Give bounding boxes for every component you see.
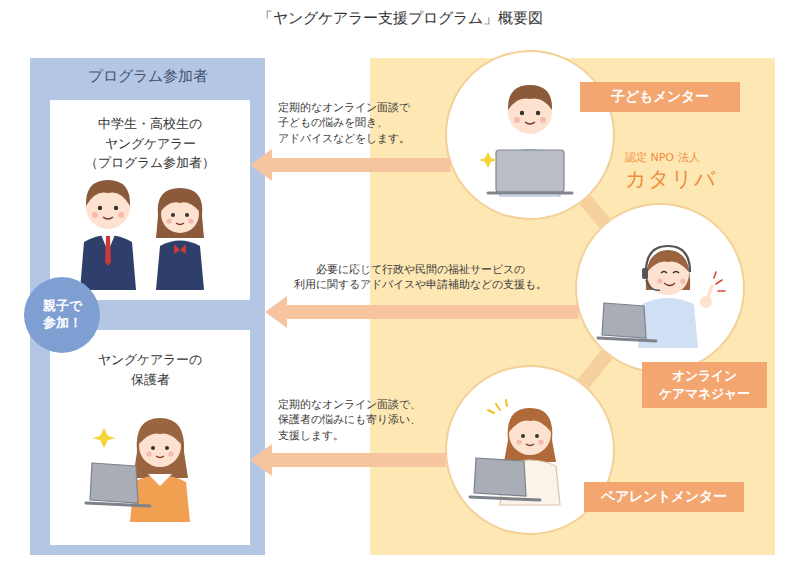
care-manager-figure-part: [646, 246, 690, 272]
care-manager-figure-part: [661, 272, 667, 274]
parent-figure: [86, 418, 190, 522]
student-girl-part: [185, 213, 189, 217]
child-mentor-figure-part: [514, 117, 520, 123]
panel-heading: プログラム参加者: [30, 67, 265, 86]
parent-figure-part: [168, 451, 173, 456]
student-boy-part: [86, 180, 130, 206]
student-boy: [80, 180, 136, 290]
care-manager-figure-part: [657, 278, 662, 283]
parent-figure-part: [156, 456, 164, 458]
parent-mentor-figure: [470, 400, 560, 505]
parent-mentor-figure-part: [535, 434, 539, 438]
parent-figure-part: [151, 446, 155, 450]
student-boy-part: [114, 206, 118, 210]
parent-mentor-figure-part: [504, 408, 556, 462]
box-text: ヤングケアラーの 保護者: [97, 350, 203, 389]
student-girl-part: [156, 241, 204, 291]
student-girl-part: [176, 223, 184, 225]
join-badge: 親子で 参加！: [24, 277, 100, 353]
block-arrow: [250, 444, 446, 476]
edge-label: 必要に応じて行政や民間の福祉サービスの 利用に関するアドバイスや申請補助などの支…: [293, 262, 548, 293]
box-text: 中学生・高校生の ヤングケアラー （プログラム参加者）: [84, 114, 216, 173]
child-mentor-figure-part: [479, 152, 497, 168]
parent-mentor-figure-part: [516, 439, 521, 444]
parent-mentor-figure-part: [474, 458, 526, 496]
student-boy-part: [105, 236, 111, 266]
parent-figure-part: [139, 424, 181, 444]
child-mentor-figure-part: [488, 192, 572, 195]
link-band: [580, 195, 611, 228]
parent-mentor-figure-part: [470, 497, 540, 500]
care-manager-figure: [598, 246, 725, 348]
student-boy-part: [98, 206, 102, 210]
parent-mentor-figure-part: [521, 434, 525, 438]
care-manager-figure-part: [700, 296, 712, 308]
child-mentor-figure: [479, 85, 572, 196]
care-manager-figure-part: [664, 283, 675, 286]
care-manager-figure-part: [602, 303, 646, 338]
care-manager-figure-part: [647, 252, 689, 272]
badge-text: 親子で 参加！: [42, 298, 83, 332]
care-manager-figure-part: [647, 253, 689, 295]
child-mentor-figure-part: [525, 122, 535, 124]
student-boy-part: [118, 212, 124, 218]
parent-mentor-figure-part: [538, 439, 543, 444]
parent-figure-part: [92, 428, 116, 448]
student-girl-part: [174, 244, 186, 254]
care-manager-figure-part: [680, 278, 685, 283]
parent-mentor-figure-part: [509, 412, 551, 432]
student-boy-part: [103, 217, 113, 219]
parent-figure-part: [148, 474, 172, 486]
parent-figure-part: [139, 425, 181, 467]
child-mentor-figure-part: [540, 117, 546, 123]
edge-label: 定期的なオンライン面談で 子どもの悩みを聞き、 アドバイスなどをします。: [278, 100, 412, 146]
role-label: 子どもメンター: [580, 82, 740, 112]
student-girl-part: [161, 193, 199, 211]
parent-mentor-figure-part: [526, 444, 534, 446]
organization-name: カタリバ: [625, 165, 717, 193]
parent-mentor-figure-part: [488, 400, 507, 413]
parent-figure-part: [133, 418, 188, 478]
link-band: [578, 350, 613, 388]
organization-note: 認定 NPO 法人: [625, 150, 700, 165]
care-manager-figure-part: [642, 268, 648, 279]
student-boy-part: [80, 235, 136, 290]
student-girl-part: [156, 188, 204, 238]
parent-figure-part: [146, 451, 151, 456]
student-boy-part: [92, 212, 98, 218]
student-girl-part: [166, 218, 171, 223]
role-label: オンライン ケアマネジャー: [642, 362, 767, 408]
parent-figure-part: [90, 463, 138, 503]
care-manager-figure-part: [598, 338, 656, 341]
care-manager-figure-part: [673, 272, 679, 274]
role-label: ペアレントメンター: [584, 482, 744, 512]
block-arrow: [250, 149, 451, 181]
parent-mentor-figure-part: [509, 413, 551, 455]
parent-figure-part: [130, 475, 190, 522]
edge-label: 定期的なオンライン面談で、 保護者の悩みにも寄り添い、 支援します。: [278, 397, 423, 443]
student-girl-part: [171, 213, 175, 217]
child-mentor-figure-part: [508, 85, 552, 110]
parent-figure-part: [165, 446, 169, 450]
child-mentor-figure-part: [536, 111, 540, 115]
parent-figure-part: [86, 503, 150, 506]
student-box: 中学生・高校生の ヤングケアラー （プログラム参加者）: [50, 100, 250, 300]
care-manager-figure-part: [714, 272, 725, 291]
child-mentor-figure-part: [520, 111, 524, 115]
student-girl: [156, 188, 204, 290]
block-arrow: [265, 296, 579, 328]
student-girl-part: [188, 218, 193, 223]
child-mentor-figure-part: [496, 150, 564, 192]
care-manager-figure-part: [708, 286, 712, 297]
diagram-title: 「ヤングケアラー支援プログラム」概要図: [0, 9, 800, 28]
